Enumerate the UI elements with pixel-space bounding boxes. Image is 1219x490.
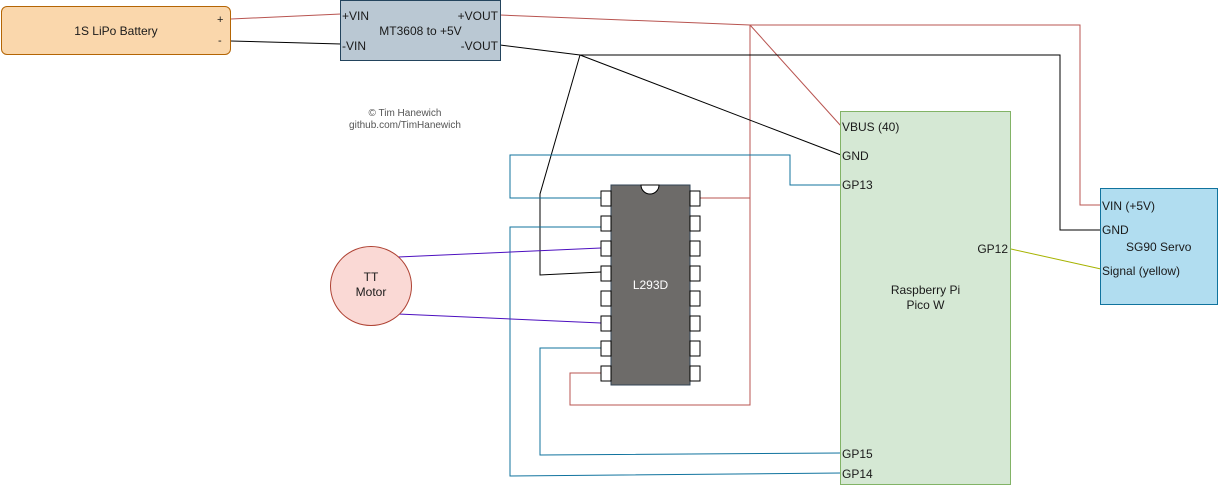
l293d-pin-right-1 bbox=[689, 190, 701, 207]
l293d-pin-right-2 bbox=[689, 215, 701, 232]
driver-title: L293D bbox=[632, 278, 669, 292]
credit-text: © Tim Hanewich github.com/TimHanewich bbox=[320, 108, 490, 132]
wire-vout-minus-to-servo-gnd[interactable] bbox=[499, 44, 1101, 231]
servo-title: SG90 Servo bbox=[1126, 240, 1192, 254]
power-wires bbox=[230, 13, 1101, 406]
pin-vbus: VBUS (40) bbox=[842, 120, 900, 134]
wire-battery-plus-to-vin[interactable] bbox=[230, 13, 342, 20]
l293d-body bbox=[610, 184, 691, 386]
servo-pin-gnd: GND bbox=[1102, 223, 1129, 237]
pin-gnd: GND bbox=[842, 149, 869, 163]
ground-wires bbox=[230, 40, 1101, 276]
l293d-notch bbox=[640, 184, 660, 195]
l293d-pin-right-3 bbox=[689, 240, 701, 257]
wire-vout-to-driver[interactable] bbox=[569, 25, 751, 406]
motor-wires bbox=[397, 247, 602, 324]
boost-converter-block: +VIN +VOUT MT3608 to +5V -VIN -VOUT bbox=[340, 0, 501, 61]
l293d-pin-left-7 bbox=[600, 340, 612, 357]
battery-block: 1S LiPo Battery + - bbox=[1, 6, 231, 55]
l293d-pin-right-6 bbox=[689, 315, 701, 332]
wire-gp15-to-driver[interactable] bbox=[539, 347, 842, 456]
vin-minus-label: -VIN bbox=[342, 39, 366, 53]
l293d-pin-left-1 bbox=[600, 190, 612, 207]
credit-url[interactable]: github.com/TimHanewich bbox=[349, 120, 461, 131]
l293d-pin-left-8 bbox=[600, 365, 612, 382]
wire-gnd-to-pico[interactable] bbox=[579, 54, 842, 156]
vout-minus-label: -VOUT bbox=[460, 39, 498, 53]
vout-plus-label: +VOUT bbox=[457, 9, 498, 23]
l293d-pin-left-4 bbox=[600, 265, 612, 282]
battery-minus-label: - bbox=[218, 35, 222, 47]
wire-motor-b[interactable] bbox=[397, 313, 602, 324]
wire-gp13-to-driver[interactable] bbox=[509, 154, 841, 199]
l293d-pin-right-5 bbox=[689, 290, 701, 307]
l293d-pin-left-2 bbox=[600, 215, 612, 232]
battery-plus-label: + bbox=[217, 14, 224, 26]
pin-gp15: GP15 bbox=[842, 447, 873, 461]
wire-battery-minus-to-vin[interactable] bbox=[230, 40, 342, 45]
signal-wires bbox=[509, 154, 842, 477]
sg90-servo: VIN (+5V) GND SG90 Servo Signal (yellow) bbox=[1100, 188, 1218, 305]
motor-label-line2: Motor bbox=[355, 285, 387, 299]
tt-motor: TT Motor bbox=[330, 246, 412, 326]
wire-gp12-to-servo-signal[interactable] bbox=[1010, 248, 1102, 270]
pin-gp13: GP13 bbox=[842, 178, 873, 192]
pin-gp14: GP14 bbox=[842, 467, 873, 481]
motor-label-line1: TT bbox=[363, 270, 379, 284]
l293d-pin-left-6 bbox=[600, 315, 612, 332]
wire-motor-a[interactable] bbox=[397, 247, 602, 258]
l293d-pin-right-7 bbox=[689, 340, 701, 357]
battery-title: 1S LiPo Battery bbox=[74, 24, 158, 38]
credit-author: © Tim Hanewich bbox=[368, 108, 442, 119]
pico-title-line1: Raspberry Pi bbox=[890, 283, 961, 297]
l293d-pin-right-4 bbox=[689, 265, 701, 282]
servo-pin-signal: Signal (yellow) bbox=[1102, 264, 1181, 278]
pico-w-board: VBUS (40) GND GP13 GP12 Raspberry Pi Pic… bbox=[840, 111, 1011, 485]
servo-pin-vin: VIN (+5V) bbox=[1102, 199, 1156, 213]
l293d-pin-left-3 bbox=[600, 240, 612, 257]
converter-title: MT3608 to +5V bbox=[379, 24, 462, 38]
wire-vout-to-servo-vin[interactable] bbox=[499, 14, 1101, 206]
wire-gnd-to-driver[interactable] bbox=[539, 54, 602, 276]
pin-gp12: GP12 bbox=[977, 242, 1008, 256]
l293d-chip bbox=[600, 184, 701, 386]
l293d-pin-left-5 bbox=[600, 290, 612, 307]
wire-vout-to-vbus[interactable] bbox=[749, 24, 842, 127]
wire-gp14-to-driver[interactable] bbox=[509, 226, 842, 477]
vin-plus-label: +VIN bbox=[342, 9, 370, 23]
pico-title-line2: Pico W bbox=[906, 298, 945, 312]
l293d-pin-right-8 bbox=[689, 365, 701, 382]
